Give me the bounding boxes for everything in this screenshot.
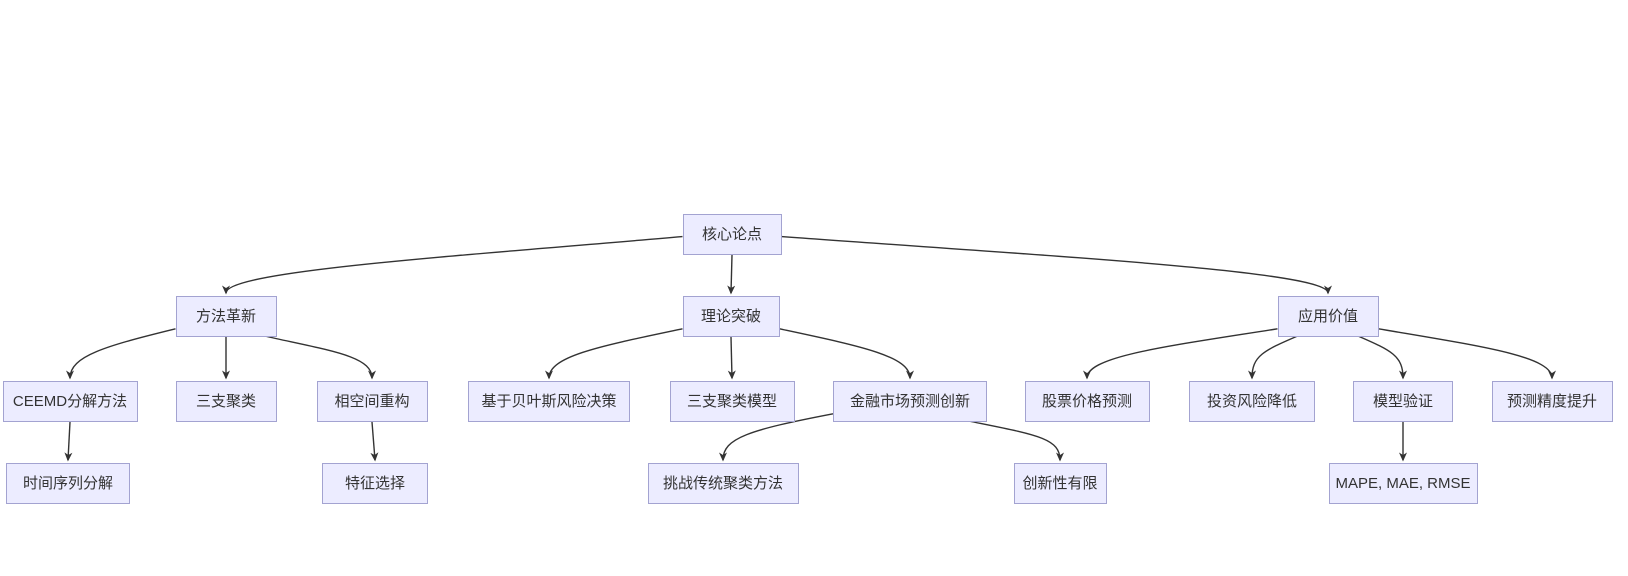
edge-theory-bayes <box>545 328 683 380</box>
node-risk: 投资风险降低 <box>1189 381 1315 422</box>
node-tsdecomp: 时间序列分解 <box>6 463 130 504</box>
node-model3w: 三支聚类模型 <box>669 381 795 422</box>
edge-value-risk <box>1248 335 1298 380</box>
node-ceemd: CEEMD分解方法 <box>2 381 138 422</box>
edge-value-stock <box>1083 328 1278 380</box>
node-bayes: 基于贝叶斯风险决策 <box>468 381 630 422</box>
edge-group <box>64 235 1556 462</box>
edge-ceemd-tsdecomp <box>64 421 73 462</box>
node-metrics: MAPE, MAE, RMSE <box>1328 463 1478 504</box>
node-threeway: 三支聚类 <box>175 381 277 422</box>
node-challenge: 挑战传统聚类方法 <box>647 463 799 504</box>
edge-value-accuracy <box>1378 328 1556 380</box>
node-finance: 金融市场预测创新 <box>833 381 987 422</box>
node-feature: 特征选择 <box>322 463 428 504</box>
edge-finance-limited <box>968 420 1064 462</box>
edge-finance-challenge <box>719 413 834 462</box>
node-method: 方法革新 <box>175 296 277 337</box>
node-phase: 相空间重构 <box>316 381 428 422</box>
edge-phase-feature <box>370 421 379 462</box>
node-accuracy: 预测精度提升 <box>1491 381 1613 422</box>
node-stock: 股票价格预测 <box>1024 381 1150 422</box>
edge-value-validate <box>1357 335 1407 380</box>
edge-method-phase <box>264 335 376 380</box>
node-validate: 模型验证 <box>1353 381 1453 422</box>
node-limited: 创新性有限 <box>1013 463 1107 504</box>
edge-root-theory <box>727 254 736 295</box>
edge-theory-finance <box>779 328 914 380</box>
edge-root-method <box>222 235 683 295</box>
edge-root-value <box>781 235 1332 295</box>
edge-method-ceemd <box>66 328 176 380</box>
node-value: 应用价值 <box>1277 296 1379 337</box>
node-theory: 理论突破 <box>682 296 780 337</box>
node-root: 核心论点 <box>682 214 782 255</box>
edge-theory-model3w <box>727 336 736 380</box>
